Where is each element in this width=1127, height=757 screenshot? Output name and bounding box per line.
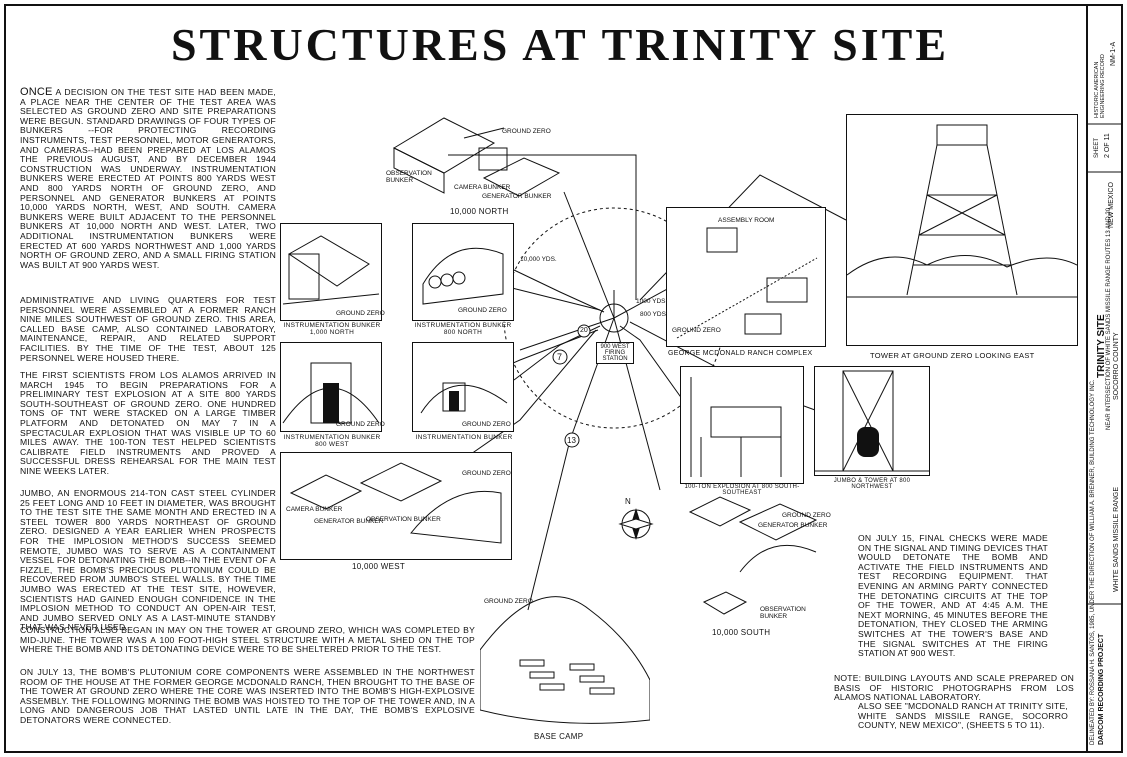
- label-road-13: 13: [567, 436, 576, 445]
- frame-tower: [846, 114, 1078, 346]
- label-ground-zero-800w: Ground Zero: [336, 421, 385, 428]
- paragraph-lead-word: Once: [20, 86, 53, 98]
- paragraph-100-ton-test: The first scientists from Los Alamos arr…: [20, 370, 276, 476]
- paragraph-final-checks: On July 15, final checks were made on th…: [858, 533, 1048, 659]
- frame-jumbo: [814, 366, 930, 476]
- label-observation-bunker-west: Observation Bunker: [366, 516, 441, 523]
- label-ground-zero-west: Ground Zero: [462, 470, 511, 477]
- frame-west-bunkers: [280, 452, 512, 560]
- label-firing-station: 900 West Firing Station: [596, 342, 634, 364]
- label-10000-yds: 10,000 Yds.: [520, 256, 557, 263]
- label-observation-bunker-north: Observation Bunker: [386, 170, 432, 184]
- caption-inst-600nw: Instrumentation Bunker: [415, 434, 513, 441]
- label-ground-zero-800n: Ground Zero: [458, 307, 507, 314]
- frame-inst-600nw: [412, 342, 514, 432]
- leader-north: [448, 154, 637, 300]
- caption-jumbo: Jumbo & Tower at 800 Northwest: [833, 478, 911, 490]
- title-block-lines: [1086, 123, 1123, 605]
- label-road-7: 7: [557, 352, 563, 362]
- label-generator-bunker-west: Generator Bunker: [314, 518, 384, 525]
- paragraph-assembly: On July 13, the bomb's plutonium core co…: [20, 667, 475, 725]
- label-ground-zero-600nw: Ground Zero: [462, 421, 511, 428]
- note-layouts: Note: Building layouts and scale prepare…: [834, 673, 1074, 703]
- label-road-20: 20: [580, 327, 588, 334]
- road-north: [563, 191, 615, 319]
- road-13: [569, 317, 615, 441]
- label-observation-bunker-south: Observation Bunker: [760, 606, 806, 620]
- label-ground-zero-1000n: Ground Zero: [336, 310, 385, 317]
- label-generator-bunker-south: Generator Bunker: [758, 522, 828, 529]
- label-camera-bunker-north: Camera Bunker: [454, 184, 511, 191]
- paragraph-jumbo: Jumbo, an enormous 214-ton cast steel cy…: [20, 488, 276, 633]
- label-north: N: [625, 497, 631, 506]
- caption-inst-800w: Instrumentation Bunker 800 West: [283, 434, 381, 448]
- paragraph-site-selection-text: a decision on the test site had been mad…: [20, 87, 276, 270]
- generator-bunker-shape: [482, 157, 561, 197]
- frame-inst-800n: [412, 223, 514, 321]
- label-ground-zero-south: Ground Zero: [782, 512, 831, 519]
- label-camera-bunker-west: Camera Bunker: [286, 506, 343, 513]
- frame-inst-1000n: [280, 223, 382, 321]
- page-title: STRUCTURES AT TRINITY SITE: [170, 19, 950, 70]
- label-assembly-room: Assembly Room: [718, 217, 775, 224]
- road-marker-20: [577, 324, 591, 338]
- frame-explosion: [680, 366, 804, 484]
- paragraph-tower-construction: Construction also began in May on the to…: [20, 625, 475, 655]
- caption-explosion: 100-Ton Explosion at 800 South-Southeast: [684, 484, 800, 496]
- label-ground-zero-base: Ground Zero: [484, 598, 533, 605]
- drawing-sheet: [4, 4, 1123, 753]
- caption-10000-south: 10,000 South: [712, 628, 771, 637]
- note-see-also: Also see "McDonald Ranch at Trinity Site…: [858, 701, 1068, 731]
- caption-ranch: George McDonald Ranch Complex: [668, 350, 813, 357]
- road-marker-7: [552, 349, 568, 365]
- caption-10000-north: 10,000 North: [450, 207, 509, 216]
- frame-inst-800w: [280, 342, 382, 432]
- frame-ranch: [666, 207, 826, 347]
- caption-inst-1000n: Instrumentation Bunker 1,000 North: [283, 322, 381, 336]
- drawing-north-bunkers: [392, 117, 561, 197]
- caption-inst-800n: Instrumentation Bunker 800 North: [414, 322, 512, 336]
- road-base-camp: [527, 439, 571, 611]
- drawing-south-bunkers: [688, 496, 818, 615]
- caption-10000-west: 10,000 West: [352, 562, 406, 571]
- label-generator-bunker-north: Generator Bunker: [482, 193, 552, 200]
- base-camp-buildings: [519, 659, 615, 695]
- leader-inst-800n: [513, 269, 605, 313]
- leader-explosion: [619, 325, 691, 411]
- camera-bunker-shape: [478, 147, 508, 171]
- label-ground-zero-north: Ground Zero: [502, 128, 551, 135]
- drawing-base-camp: [480, 596, 650, 724]
- paragraph-base-camp: Administrative and living quarters for t…: [20, 295, 276, 363]
- paragraph-site-selection: Once a decision on the test site had bee…: [20, 86, 276, 270]
- title-block: [1086, 4, 1123, 753]
- road-20: [519, 317, 615, 351]
- road-marker-13: [564, 432, 580, 448]
- caption-base-camp: Base Camp: [534, 732, 584, 741]
- label-800-yds: 800 Yds: [640, 311, 666, 318]
- compass-cross-icon: [618, 518, 654, 530]
- caption-tower: Tower at Ground Zero Looking East: [870, 351, 1035, 360]
- label-1000-yds: 1000 Yds: [636, 298, 666, 305]
- label-ground-zero-ranch: Ground Zero: [672, 327, 721, 334]
